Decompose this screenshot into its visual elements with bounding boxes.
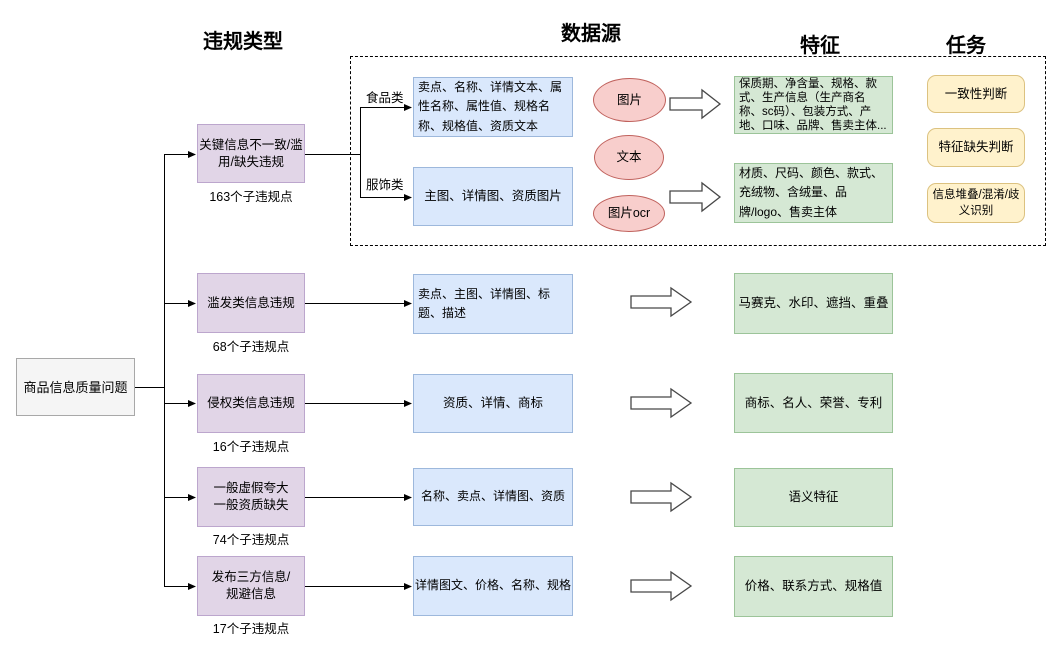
root-box: 商品信息质量问题	[16, 358, 135, 416]
violation-box-key-info: 关键信息不一致/滥 用/缺失违规	[197, 124, 305, 183]
flow-arrow-icon	[669, 88, 722, 120]
header-violation-type: 违规类型	[203, 31, 283, 53]
branch-label-food: 食品类	[366, 91, 404, 105]
violation-count: 163个子违规点	[209, 190, 293, 204]
source-box-exaggeration: 名称、卖点、详情图、资质	[413, 468, 573, 526]
modality-ellipse-text: 文本	[594, 135, 664, 180]
modality-ellipse-image: 图片	[593, 78, 666, 122]
source-box-apparel-images: 主图、详情图、资质图片	[413, 167, 573, 226]
dashed-group-frame	[350, 56, 1046, 246]
task-box-missing-feature: 特征缺失判断	[927, 128, 1025, 167]
violation-count: 17个子违规点	[212, 622, 290, 636]
task-box-stacking-ambiguity: 信息堆叠/混淆/歧 义识别	[927, 183, 1025, 223]
header-task: 任务	[946, 35, 986, 57]
violation-box-infringement: 侵权类信息违规	[197, 374, 305, 433]
source-box-third-party: 详情图文、价格、名称、规格	[413, 556, 573, 616]
violation-count: 74个子违规点	[212, 533, 290, 547]
source-box-spam: 卖点、主图、详情图、标题、描述	[413, 274, 573, 334]
flow-arrow-icon	[630, 286, 693, 318]
source-box-infringement: 资质、详情、商标	[413, 374, 573, 433]
feature-box-infringement: 商标、名人、荣誉、专利	[734, 373, 893, 433]
flow-arrow-icon	[669, 181, 722, 213]
feature-box-semantic: 语义特征	[734, 468, 893, 527]
header-feature: 特征	[800, 35, 840, 57]
violation-box-exaggeration: 一般虚假夸大 一般资质缺失	[197, 467, 305, 527]
feature-box-third-party: 价格、联系方式、规格值	[734, 556, 893, 617]
feature-box-spam: 马赛克、水印、遮挡、重叠	[734, 273, 893, 334]
violation-count: 16个子违规点	[212, 440, 290, 454]
flow-arrow-icon	[630, 570, 693, 602]
flow-lines	[135, 104, 412, 590]
branch-label-apparel: 服饰类	[366, 178, 404, 192]
flow-arrow-icon	[630, 387, 693, 419]
violation-box-spam: 滥发类信息违规	[197, 273, 305, 333]
feature-box-apparel: 材质、尺码、颜色、款式、充绒物、含绒量、品牌/logo、售卖主体	[734, 163, 893, 223]
feature-box-food: 保质期、净含量、规格、款式、生产信息（生产商名称、sc码）、包装方式、产地、口味…	[734, 76, 893, 134]
modality-ellipse-image-ocr: 图片ocr	[593, 195, 665, 232]
source-box-food-text: 卖点、名称、详情文本、属性名称、属性值、规格名称、规格值、资质文本	[413, 77, 573, 137]
block-arrow-icons	[630, 88, 722, 602]
header-data-source: 数据源	[561, 23, 621, 45]
violation-count: 68个子违规点	[212, 340, 290, 354]
task-box-consistency: 一致性判断	[927, 75, 1025, 113]
flow-arrow-icon	[630, 481, 693, 513]
violation-box-third-party: 发布三方信息/ 规避信息	[197, 556, 305, 616]
